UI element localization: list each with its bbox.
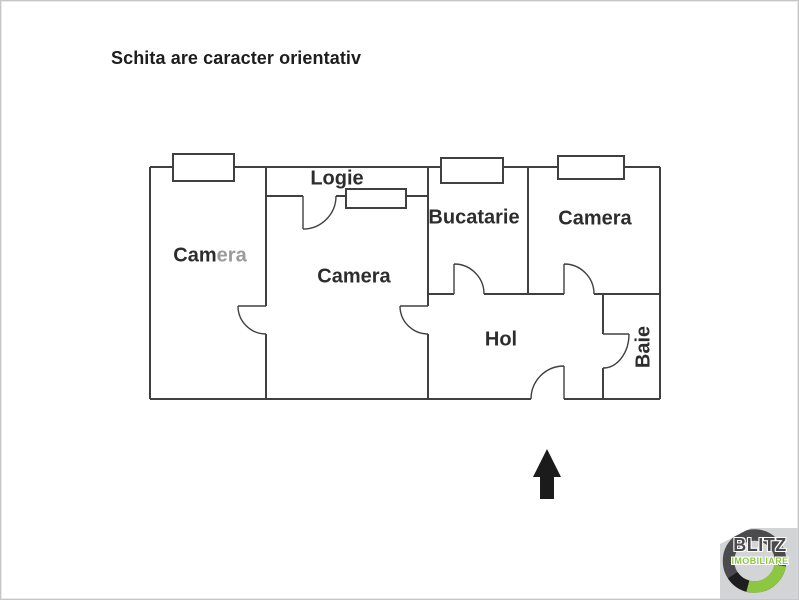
north-arrow-icon <box>533 449 561 499</box>
door-icon <box>563 263 595 295</box>
room-label-logie: Logie <box>310 167 364 190</box>
door-icon <box>237 305 267 335</box>
door-icon <box>302 195 337 230</box>
door-icon <box>602 333 630 369</box>
window-icon <box>172 153 235 182</box>
brand-name: BLITZ <box>733 535 787 555</box>
outer-walls <box>149 166 661 400</box>
room-label-camera-right: Camera <box>558 207 632 230</box>
room-label-bucatarie: Bucatarie <box>428 206 520 229</box>
door-icon <box>399 305 429 335</box>
room-label-hol: Hol <box>484 328 518 351</box>
window-icons <box>172 153 625 209</box>
logo-ring-icon <box>722 529 787 593</box>
room-label-baie: Baie <box>632 325 655 369</box>
door-icon <box>530 365 565 400</box>
door-icons <box>237 195 630 400</box>
logo-ring-dark-segment <box>727 571 750 592</box>
room-label-camera-left-dark: Cam <box>173 244 217 267</box>
logo-ring-green-segment <box>746 564 786 593</box>
door-icon <box>453 263 485 295</box>
room-label-camera-center: Camera <box>317 265 391 288</box>
window-icon <box>440 157 504 184</box>
window-icon <box>557 155 625 180</box>
room-label-camera-left: Camera <box>173 245 246 268</box>
brand-logo: BLITZ IMOBILIARE <box>720 528 798 599</box>
window-icon <box>345 188 407 209</box>
disclaimer-note: Schita are caracter orientativ <box>111 48 362 68</box>
room-label-camera-left-light: era <box>216 244 247 267</box>
brand-tagline: IMOBILIARE <box>731 556 789 566</box>
